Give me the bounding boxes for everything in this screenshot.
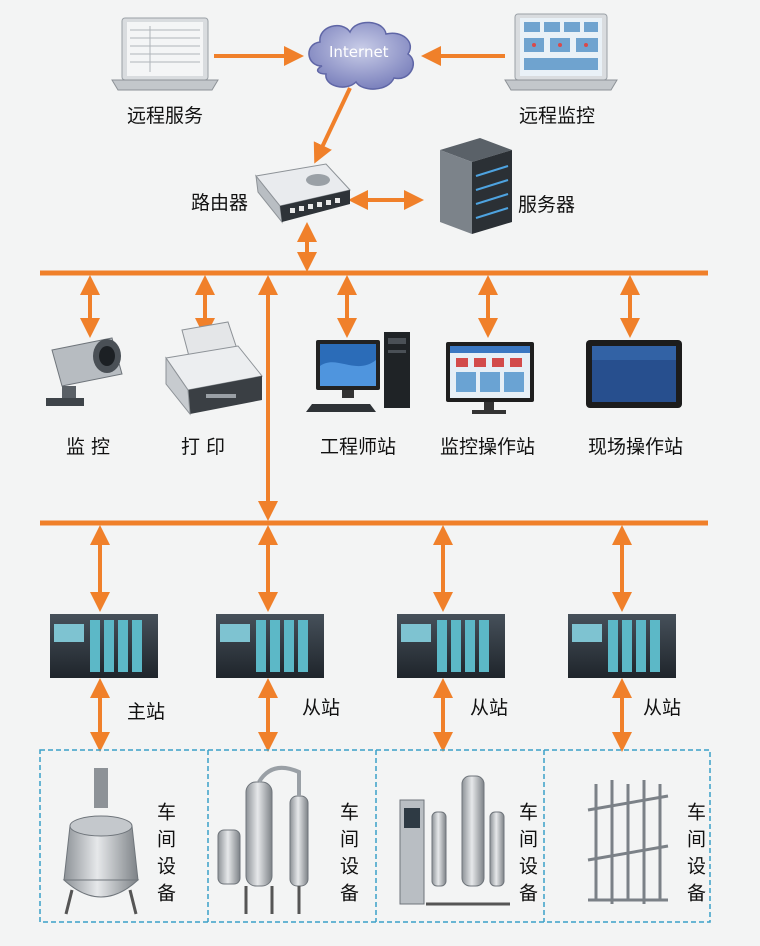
arrow-internet-router	[313, 87, 352, 164]
slave-station-label-1: 从站	[302, 697, 341, 719]
monitor-station-label: 监控操作站	[440, 436, 536, 458]
slave-station-label-2: 从站	[470, 697, 509, 719]
router-icon	[255, 163, 351, 224]
equipment-label-1: 车间设备	[154, 802, 176, 910]
laptop-remote-monitor-icon	[504, 13, 618, 91]
plc-slave-1-icon	[216, 614, 324, 678]
fermenter-skid-icon	[399, 775, 510, 906]
server-icon	[440, 138, 512, 234]
equipment-label-2: 车间设备	[337, 802, 359, 910]
reactor-vessel-icon	[62, 768, 140, 915]
plc-master-icon	[50, 614, 158, 678]
plc-slave-3-icon	[568, 614, 676, 678]
column-rack-icon	[587, 780, 669, 904]
printer-label: 打 印	[181, 436, 226, 458]
equipment-label-4: 车间设备	[684, 802, 706, 910]
laptop-remote-service-icon	[111, 17, 219, 91]
router-label: 路由器	[191, 192, 249, 214]
camera-label: 监 控	[66, 436, 111, 458]
field-panel-icon	[586, 340, 682, 408]
equipment-outer-box	[39, 749, 711, 923]
plc-slave-2-icon	[397, 614, 505, 678]
equipment-label-3: 车间设备	[516, 802, 538, 910]
remote-monitor-label: 远程监控	[519, 105, 596, 127]
engineer-station-label: 工程师站	[320, 436, 397, 458]
internet-cloud-icon	[308, 21, 414, 90]
master-station-label: 主站	[127, 701, 166, 723]
engineer-workstation-icon	[306, 332, 410, 412]
internet-label: Internet	[329, 43, 389, 61]
evaporator-icon	[217, 765, 309, 914]
printer-icon	[165, 321, 263, 416]
remote-service-label: 远程服务	[127, 105, 204, 127]
slave-station-label-3: 从站	[643, 697, 682, 719]
camera-icon	[46, 337, 123, 406]
connectors	[80, 46, 640, 752]
monitor-workstation-icon	[446, 342, 534, 414]
server-label: 服务器	[518, 194, 576, 216]
bus-lines	[40, 270, 708, 526]
equipment-boxes	[39, 749, 711, 923]
field-station-label: 现场操作站	[588, 436, 684, 458]
